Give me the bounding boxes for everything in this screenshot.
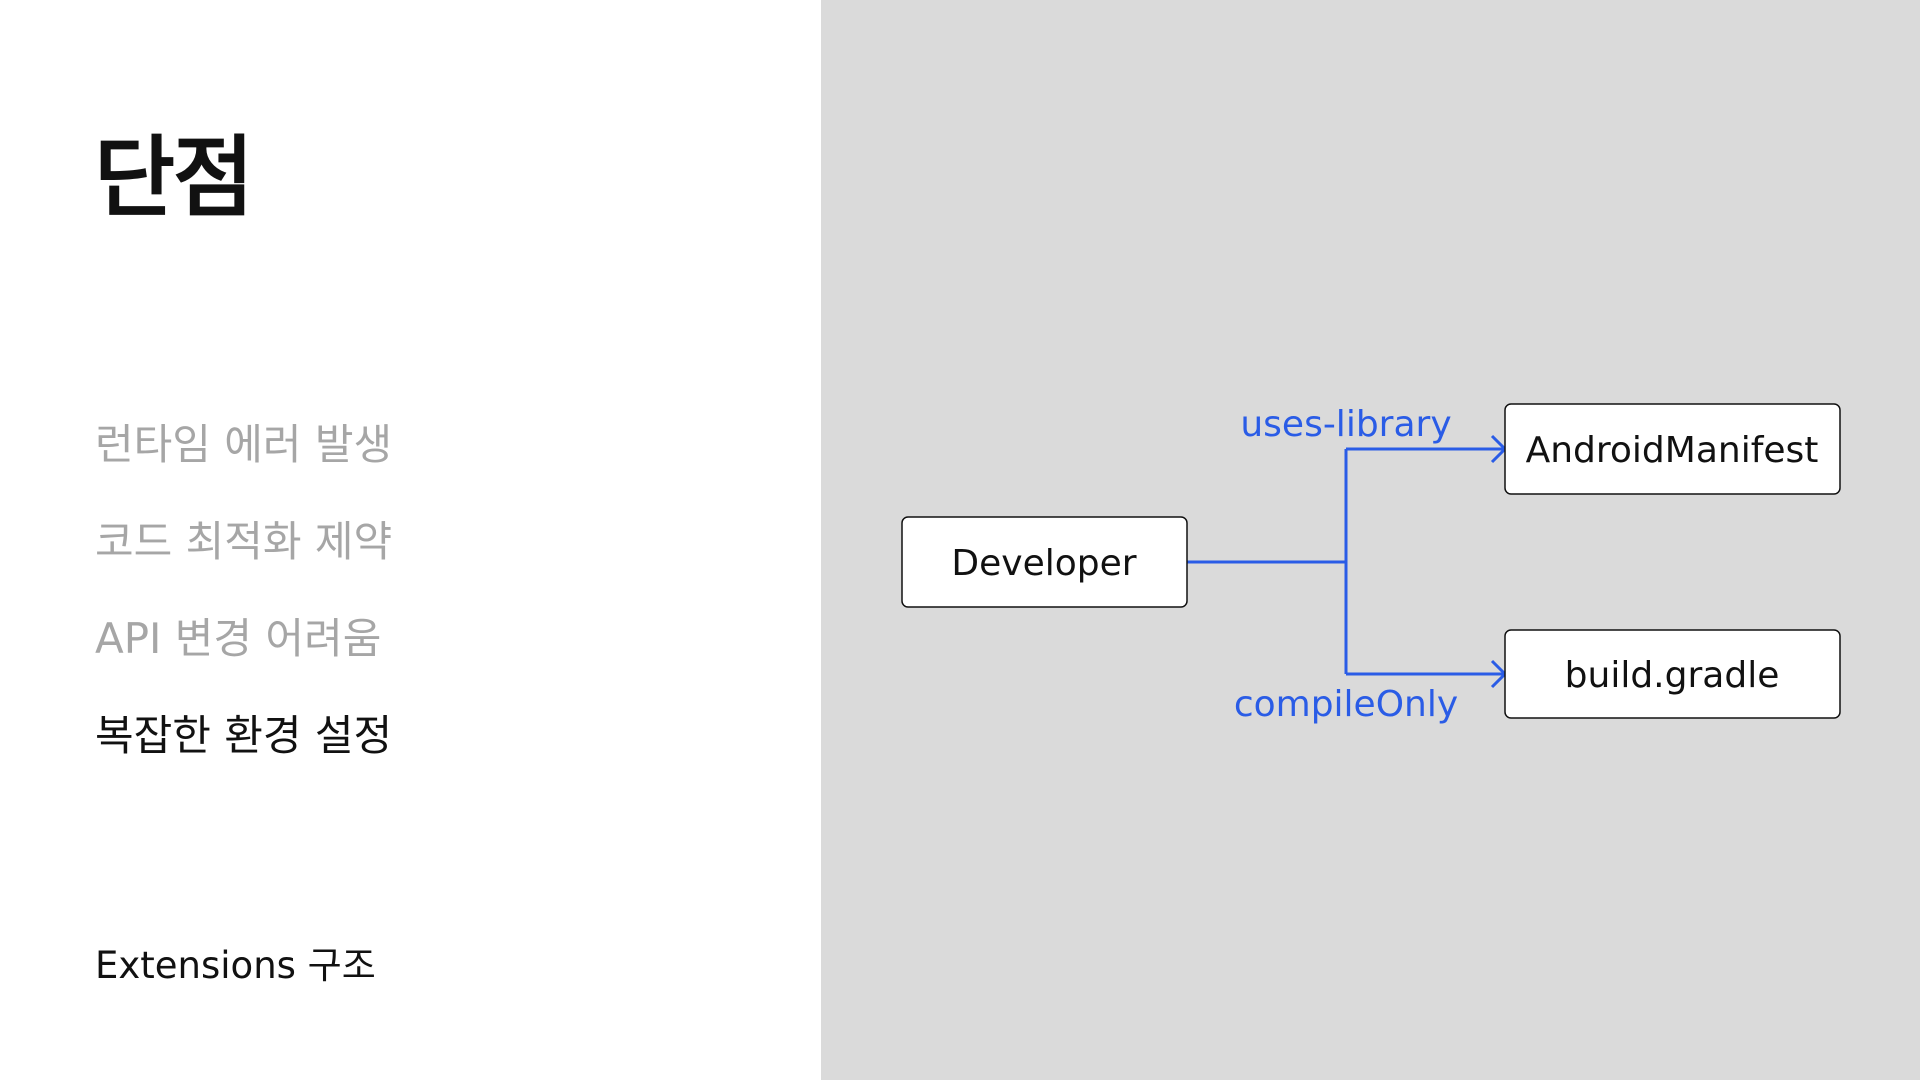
footer-label: Extensions 구조 <box>95 944 376 987</box>
node-developer-label: Developer <box>951 543 1136 584</box>
node-android-manifest: AndroidManifest <box>1504 403 1841 495</box>
slide-title: 단점 <box>94 126 254 229</box>
node-android-manifest-label: AndroidManifest <box>1526 430 1819 471</box>
node-build-gradle-label: build.gradle <box>1565 655 1780 696</box>
edge-label-uses-library: uses-library <box>1240 404 1451 445</box>
node-build-gradle: build.gradle <box>1504 629 1841 719</box>
edge-label-compile-only: compileOnly <box>1234 684 1458 725</box>
point-complex-setup: 복잡한 환경 설정 <box>95 711 393 760</box>
point-code-optimization: 코드 최적화 제약 <box>95 517 393 566</box>
connectors <box>1187 434 1508 689</box>
point-runtime-error: 런타임 에러 발생 <box>95 420 393 469</box>
left-panel: 단점 런타임 에러 발생 코드 최적화 제약 API 변경 어려움 복잡한 환경… <box>0 0 821 1080</box>
node-developer: Developer <box>901 516 1188 608</box>
point-api-change: API 변경 어려움 <box>95 614 382 663</box>
